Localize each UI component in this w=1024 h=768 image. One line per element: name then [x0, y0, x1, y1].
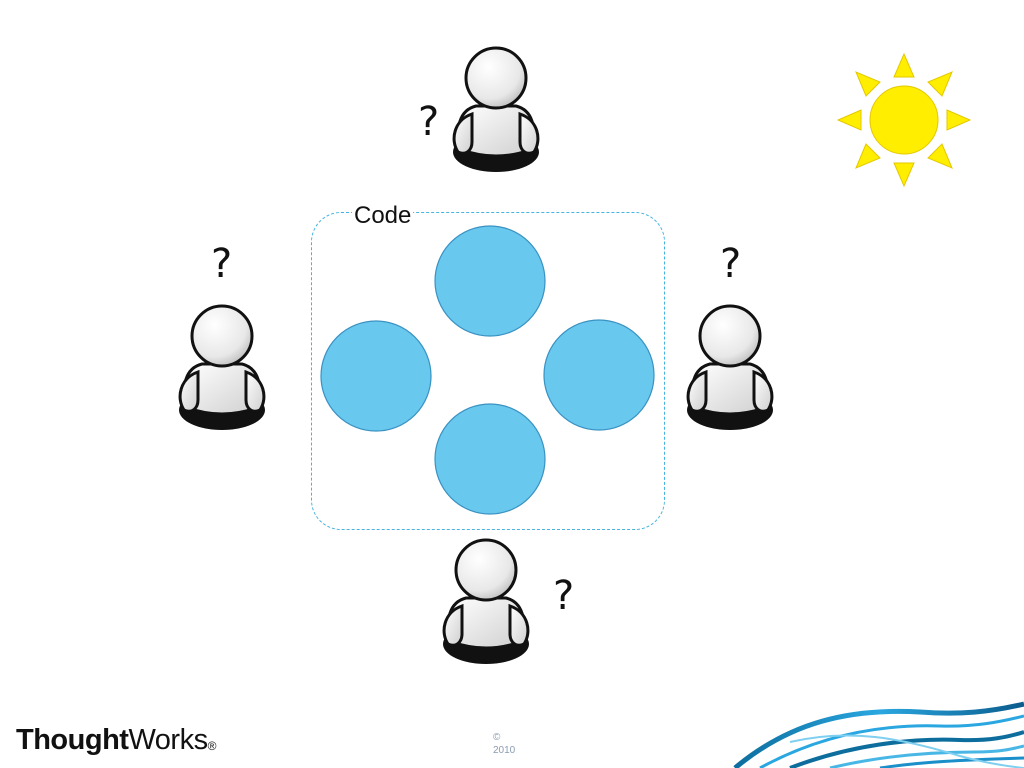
code-module-bottom: [434, 403, 546, 515]
code-boundary: [311, 212, 665, 530]
code-module-top: [434, 225, 546, 337]
copyright-year: 2010: [493, 745, 516, 756]
code-module-right: [543, 319, 655, 431]
question-mark-top: ?: [418, 99, 440, 145]
question-mark-right: ?: [720, 241, 742, 287]
thoughtworks-logo: ThoughtWorks®: [16, 722, 216, 758]
logo-reg-mark: ®: [207, 739, 217, 753]
person-right: [685, 304, 775, 432]
logo-regular: Works: [128, 724, 208, 756]
person-bottom: [441, 538, 531, 666]
decorative-swoosh: [733, 701, 1024, 768]
person-left: [177, 304, 267, 432]
question-mark-bottom: ?: [553, 573, 575, 619]
code-label: Code: [352, 201, 414, 231]
person-top: [451, 46, 541, 174]
question-mark-left: ?: [211, 241, 233, 287]
code-module-left: [320, 320, 432, 432]
copyright: © 2010: [493, 731, 515, 757]
logo-bold: Thought: [16, 724, 129, 756]
sun-icon: [836, 52, 972, 188]
copyright-symbol: ©: [493, 732, 501, 743]
